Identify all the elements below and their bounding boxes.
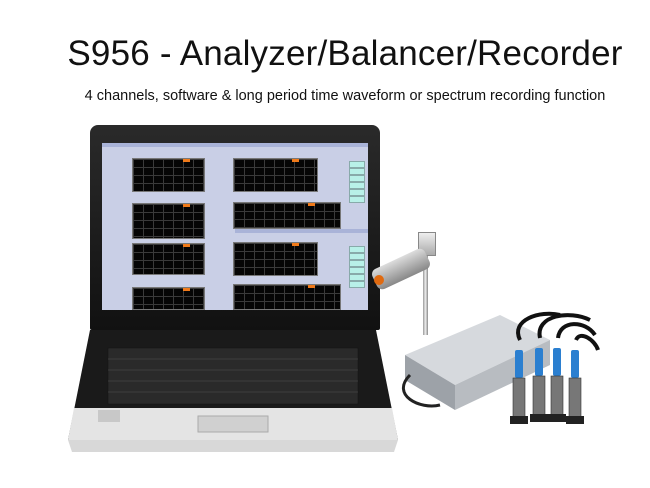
software-button [349,246,365,253]
channel-tag [308,203,316,206]
window-titlebar [235,229,368,233]
channel-tag [182,204,190,207]
sensor-cables [515,348,579,378]
laptop-base-keyboard [68,330,398,452]
waveform-chart-panel [132,243,205,275]
channel-tag [308,285,316,288]
channel-tag [182,288,190,291]
channel-tag [182,159,190,162]
sensor-stand [423,240,428,335]
probe-tip [374,275,384,285]
waveform-chart-panel [132,287,205,310]
software-button [349,175,365,182]
slide-subtitle: 4 channels, software & long period time … [84,88,606,104]
channel-tag [292,159,300,162]
s956-analyzer-unit [402,315,550,410]
waveform-chart-panel [132,203,205,239]
software-button [349,196,365,203]
software-button [349,182,365,189]
vibration-sensors [510,311,600,424]
software-button [349,161,365,168]
waveform-chart-panel [233,202,341,229]
waveform-chart-panel [233,158,318,192]
software-button [349,281,365,288]
software-button [349,168,365,175]
window-titlebar [235,143,368,147]
slide-title: S956 - Analyzer/Balancer/Recorder [67,34,623,73]
waveform-chart-panel [233,242,318,276]
software-button [349,274,365,281]
software-button [349,260,365,267]
software-button [349,189,365,196]
waveform-chart-panel [132,158,205,192]
waveform-chart-panel [233,284,341,310]
software-button [349,267,365,274]
software-button [349,253,365,260]
window-titlebar [102,143,235,147]
channel-tag [292,243,300,246]
laptop-screen-software [102,143,368,310]
channel-tag [182,244,190,247]
